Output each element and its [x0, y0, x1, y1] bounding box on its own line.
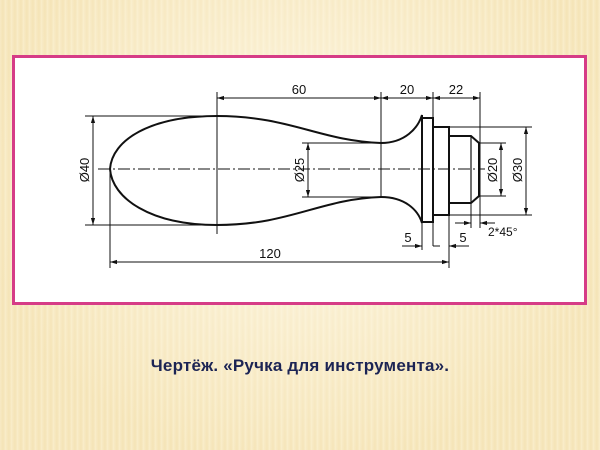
- dim-label-120: 120: [259, 246, 281, 261]
- flange: [421, 117, 434, 223]
- handle-outline: [108, 114, 423, 227]
- dim-label-60: 60: [292, 82, 306, 97]
- dim-label-d25: Ø25: [292, 158, 307, 183]
- dim-label-chamfer: 2*45°: [488, 225, 518, 239]
- dim-label-22: 22: [449, 82, 463, 97]
- dim-label-5b: 5: [459, 230, 466, 245]
- dim-label-d20: Ø20: [485, 158, 500, 183]
- slide-caption: Чертёж. «Ручка для инструмента».: [150, 356, 450, 375]
- collar: [432, 126, 450, 216]
- dim-label-20: 20: [400, 82, 414, 97]
- dim-label-d40: Ø40: [77, 158, 92, 183]
- dim-label-d30: Ø30: [510, 158, 525, 183]
- dim-label-5a: 5: [404, 230, 411, 245]
